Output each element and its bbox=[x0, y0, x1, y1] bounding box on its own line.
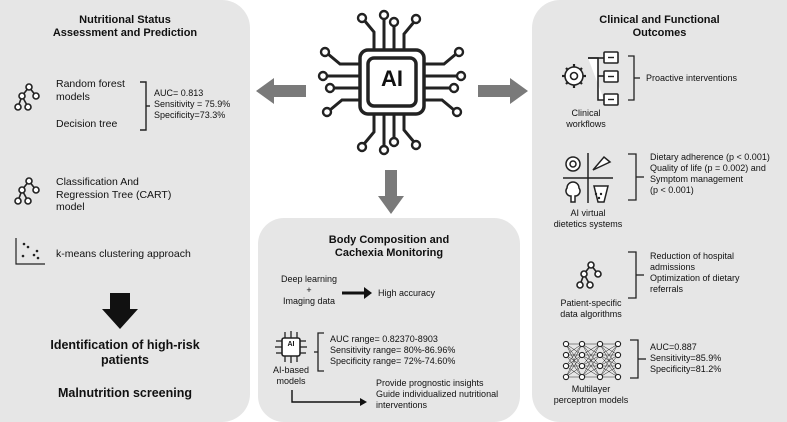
scatter-plot-icon bbox=[15, 238, 45, 265]
deep-learning-imaging: Deep learning+Imaging data bbox=[280, 274, 338, 306]
food-icon bbox=[563, 153, 613, 203]
workflow-icon bbox=[562, 51, 619, 106]
bracket-mlp bbox=[630, 339, 646, 379]
proactive-interventions: Proactive interventions bbox=[646, 73, 738, 83]
kmeans-label: k-means clustering approach bbox=[56, 248, 191, 260]
arrow-right-gray-icon bbox=[478, 78, 528, 104]
bracket-workflows bbox=[628, 55, 640, 101]
ai-chip-icon bbox=[317, 9, 467, 156]
decision-tree-icon bbox=[14, 83, 40, 111]
cart-tree-icon bbox=[14, 177, 40, 205]
patient-tree-icon bbox=[576, 261, 602, 289]
ai-chip-label: AI bbox=[381, 66, 403, 91]
left-panel bbox=[0, 0, 250, 422]
bracket-patient bbox=[628, 251, 644, 299]
bracket-center bbox=[314, 332, 324, 372]
decision-tree-label: Decision tree bbox=[56, 118, 118, 130]
center-panel bbox=[258, 218, 520, 422]
down-arrow-black-icon bbox=[102, 293, 138, 329]
arrow-left-gray-icon bbox=[256, 78, 306, 104]
ai-chip-small-icon bbox=[275, 331, 307, 363]
arrow-down-gray-icon bbox=[378, 170, 404, 214]
high-accuracy-label: High accuracy bbox=[378, 288, 436, 298]
arrow-right-black-icon bbox=[342, 287, 372, 299]
neural-network-icon bbox=[562, 340, 622, 381]
ai-chip-small-label: AI bbox=[287, 341, 295, 348]
bracket-dietetics bbox=[628, 153, 644, 201]
dietetics-outcomes: Dietary adherence (p < 0.001)Quality of … bbox=[650, 152, 770, 195]
malnutrition-screening: Malnutrition screening bbox=[57, 386, 193, 400]
arrow-elbow-icon bbox=[291, 390, 367, 406]
bracket-left bbox=[140, 81, 150, 131]
